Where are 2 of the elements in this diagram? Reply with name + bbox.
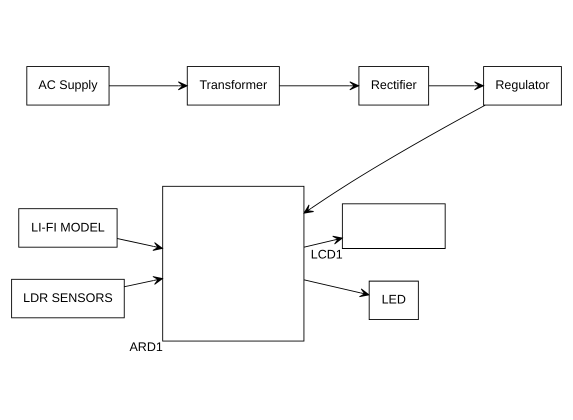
node-label: LCD1 (310, 247, 343, 262)
node-label: ARD1 (129, 340, 163, 354)
